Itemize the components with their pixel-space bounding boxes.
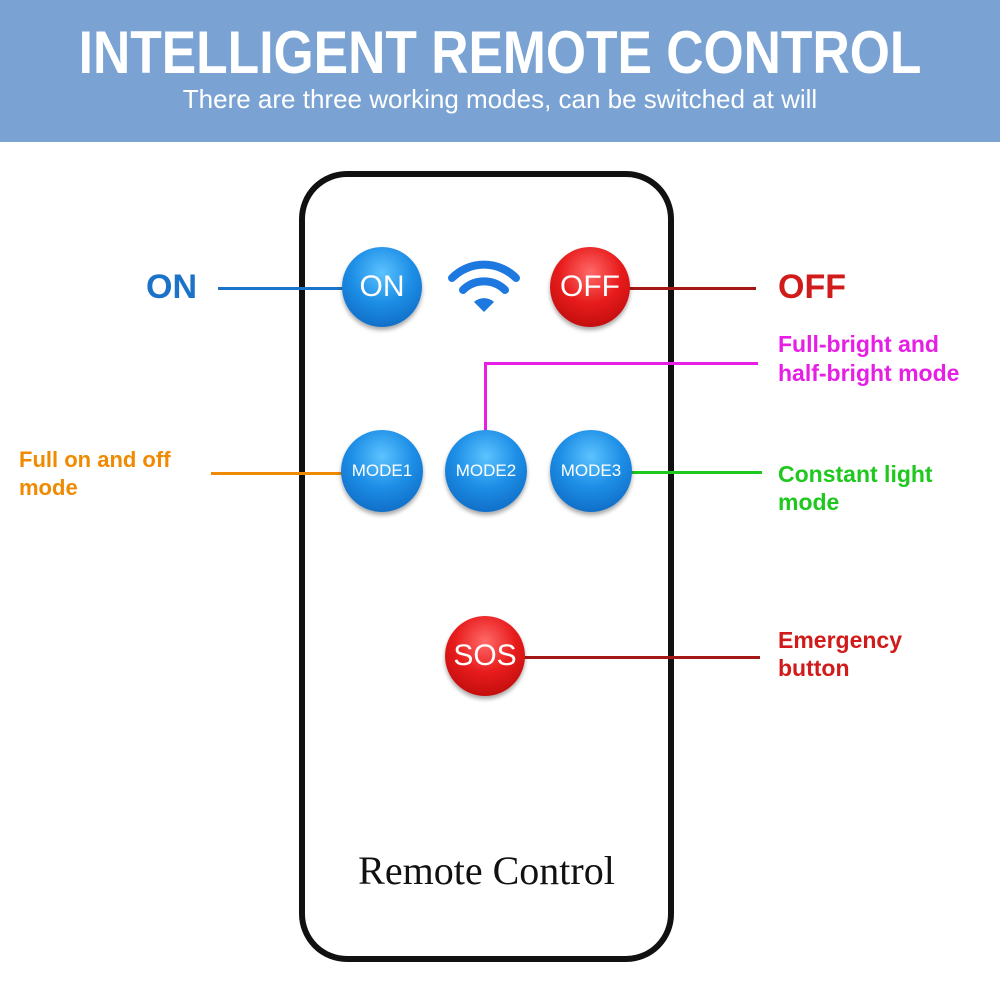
- mode2-button-label: MODE2: [455, 461, 517, 480]
- mode1-button-label: MODE1: [351, 461, 413, 480]
- on-button-label: ON: [359, 270, 405, 303]
- mode3-button[interactable]: MODE3: [550, 430, 632, 512]
- sos-callout-line2: button: [778, 655, 850, 681]
- page-subtitle: There are three working modes, can be sw…: [182, 84, 818, 114]
- mode1-callout-line2: mode: [19, 475, 78, 500]
- remote-label: Remote Control: [358, 848, 615, 893]
- mode2-callout-label: Full-bright and half-bright mode: [778, 330, 959, 388]
- mode2-callout-vline: [484, 362, 487, 432]
- mode3-callout-line: [628, 471, 762, 474]
- off-callout-line: [628, 287, 756, 290]
- sos-callout-line: [522, 656, 760, 659]
- sos-button[interactable]: SOS: [445, 616, 525, 696]
- mode1-callout-line: [211, 472, 343, 475]
- mode1-button[interactable]: MODE1: [341, 430, 423, 512]
- header-banner: [0, 0, 1000, 142]
- mode2-callout-line1: Full-bright and: [778, 331, 939, 357]
- sos-callout-label: Emergency button: [778, 626, 902, 682]
- mode2-button[interactable]: MODE2: [445, 430, 527, 512]
- off-button-label: OFF: [560, 270, 620, 303]
- off-button[interactable]: OFF: [550, 247, 630, 327]
- mode3-button-label: MODE3: [560, 461, 622, 480]
- mode3-callout-line1: Constant light: [778, 461, 933, 487]
- mode3-callout-label: Constant light mode: [778, 460, 933, 516]
- on-callout-label: ON: [146, 268, 197, 306]
- on-callout-line: [218, 287, 346, 290]
- sos-callout-line1: Emergency: [778, 627, 903, 653]
- mode3-callout-line2: mode: [778, 489, 840, 515]
- mode1-callout-label: Full on and off mode: [19, 446, 171, 502]
- sos-button-label: SOS: [453, 639, 517, 672]
- mode2-callout-line: [484, 362, 758, 365]
- on-button[interactable]: ON: [342, 247, 422, 327]
- mode2-callout-line2: half-bright mode: [778, 360, 960, 386]
- off-callout-label: OFF: [778, 268, 846, 306]
- wifi-icon: [448, 260, 520, 312]
- mode1-callout-line1: Full on and off: [19, 447, 171, 472]
- page-title: INTELLIGENT REMOTE CONTROL: [78, 19, 922, 86]
